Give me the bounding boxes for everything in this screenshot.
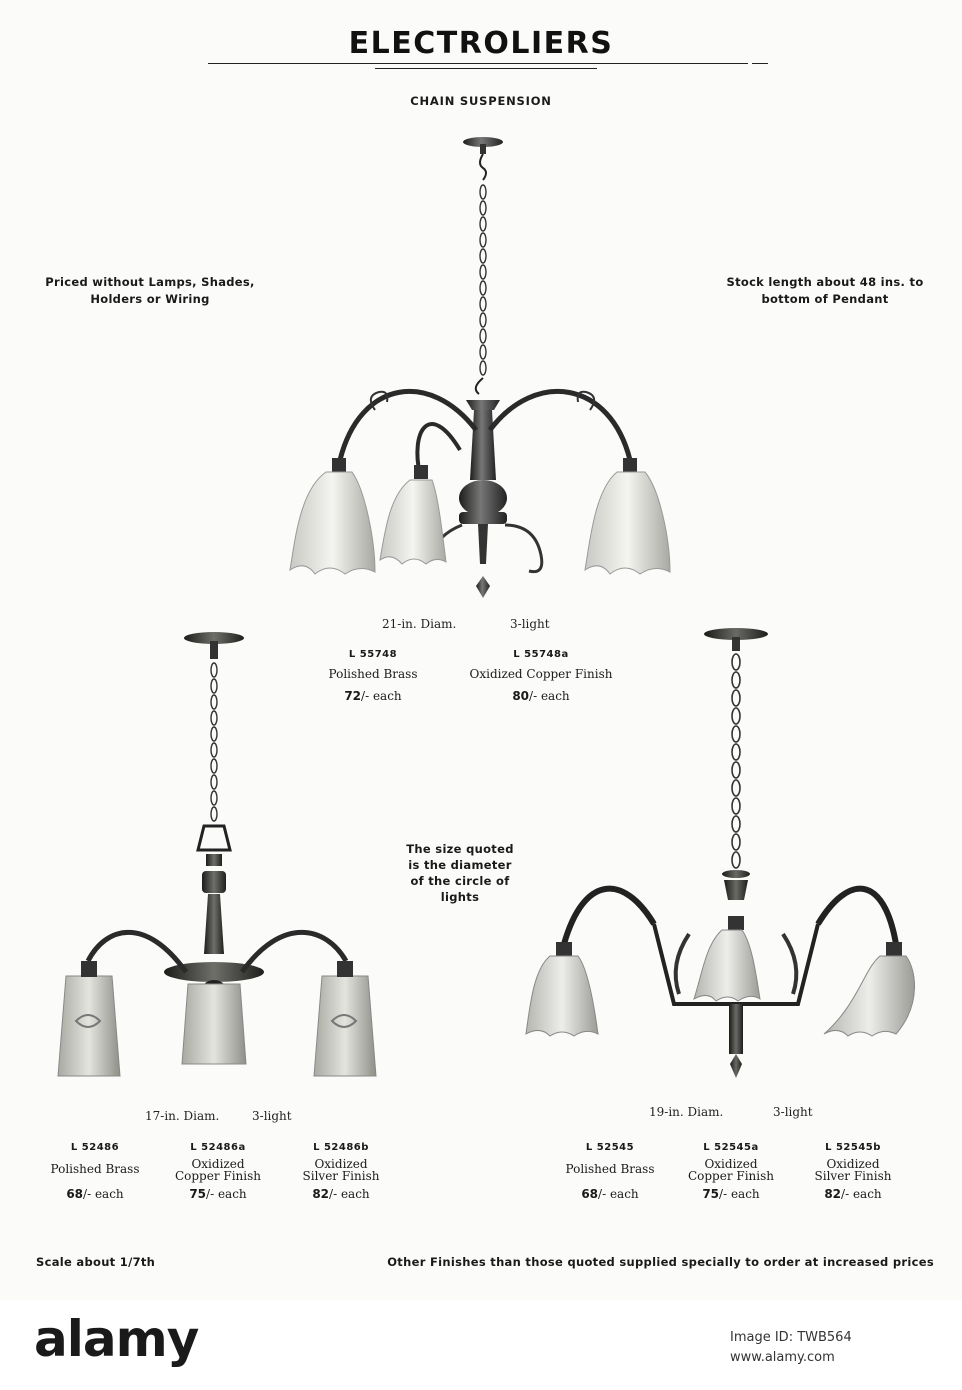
product-finish: Polished Brass [50,1162,140,1176]
finishes-note: Other Finishes than those quoted supplie… [387,1255,934,1269]
price-value: 82 [312,1187,330,1201]
size-note-line: is the diameter [408,858,512,872]
price-value: 68 [581,1187,599,1201]
fixture-lights: 3-light [252,1109,292,1123]
product-code: L 55748 [348,649,398,660]
size-note-line: of the circle of [410,874,510,888]
finish-line: Oxidized [704,1157,758,1171]
fixture-lights: 3-light [510,617,550,631]
title-rule [208,63,748,64]
product-code: L 55748a [513,649,569,660]
product-price: 68/- each [555,1187,665,1201]
product-price: 75/- each [163,1187,273,1201]
product-code: L 52486a [190,1142,246,1153]
image-id-label: Image ID: TWB564 [730,1330,852,1345]
product-code: L 52545 [585,1142,635,1153]
product-finish: Polished Brass [328,667,418,681]
fixture-diameter: 19-in. Diam. [649,1105,724,1119]
fixture-lights: 3-light [773,1105,813,1119]
price-suffix: /- each [598,1187,639,1201]
finish-line: Copper Finish [174,1169,262,1183]
product-finish: Oxidized Copper Finish [666,1158,796,1182]
electrolier-l55748-illustration [280,130,700,620]
price-value: 68 [66,1187,84,1201]
title-rule-end [752,63,768,64]
product-finish: Oxidized Copper Finish [153,1158,283,1182]
price-suffix: /- each [329,1187,370,1201]
product-price: 80/- each [486,689,596,703]
alamy-logo[interactable]: alamy [34,1310,199,1368]
product-code: L 52486b [313,1142,369,1153]
size-note-line: The size quoted [406,842,514,856]
fixture-diameter: 17-in. Diam. [145,1109,220,1123]
catalogue-page: ELECTROLIERS CHAIN SUSPENSION Priced wit… [30,26,950,1269]
finish-line: Oxidized [191,1157,245,1171]
stock-length-note-line: Stock length about 48 ins. to [726,275,924,289]
price-suffix: /- each [841,1187,882,1201]
finish-line: Silver Finish [302,1169,380,1183]
pricing-note: Priced without Lamps, Shades, Holders or… [30,274,270,308]
price-value: 75 [189,1187,207,1201]
price-value: 72 [344,689,362,703]
size-note-line: lights [440,890,480,904]
product-price: 82/- each [798,1187,908,1201]
pricing-note-line: Priced without Lamps, Shades, [45,275,255,289]
scale-note: Scale about 1/7th [36,1255,156,1269]
watermark-bar [0,1300,962,1390]
fixture-diameter: 21-in. Diam. [382,617,457,631]
product-code: L 52545b [825,1142,881,1153]
product-price: 68/- each [40,1187,150,1201]
product-finish: Oxidized Copper Finish [469,667,613,681]
price-suffix: /- each [529,689,570,703]
product-code: L 52486 [70,1142,120,1153]
finish-line: Copper Finish [687,1169,775,1183]
price-value: 75 [702,1187,720,1201]
product-finish: Polished Brass [565,1162,655,1176]
finish-line: Silver Finish [814,1169,892,1183]
stock-length-note-line: bottom of Pendant [761,292,889,306]
page-subtitle: CHAIN SUSPENSION [410,94,552,108]
finish-line: Oxidized [826,1157,880,1171]
product-price: 72/- each [318,689,428,703]
price-suffix: /- each [719,1187,760,1201]
electrolier-l52486-illustration [36,626,386,1096]
product-price: 82/- each [286,1187,396,1201]
finish-line: Oxidized [314,1157,368,1171]
product-finish: Oxidized Silver Finish [788,1158,918,1182]
price-suffix: /- each [83,1187,124,1201]
product-finish: Oxidized Silver Finish [276,1158,406,1182]
price-value: 82 [824,1187,842,1201]
product-price: 75/- each [676,1187,786,1201]
size-note: The size quoted is the diameter of the c… [395,841,525,905]
price-value: 80 [512,689,530,703]
price-suffix: /- each [361,689,402,703]
price-suffix: /- each [206,1187,247,1201]
page-title: ELECTROLIERS [348,26,614,61]
electrolier-l52545-illustration [524,624,924,1094]
stock-length-note: Stock length about 48 ins. to bottom of … [700,274,950,308]
title-underline [375,68,597,69]
pricing-note-line: Holders or Wiring [90,292,210,306]
product-code: L 52545a [703,1142,759,1153]
site-link[interactable]: www.alamy.com [730,1350,835,1365]
